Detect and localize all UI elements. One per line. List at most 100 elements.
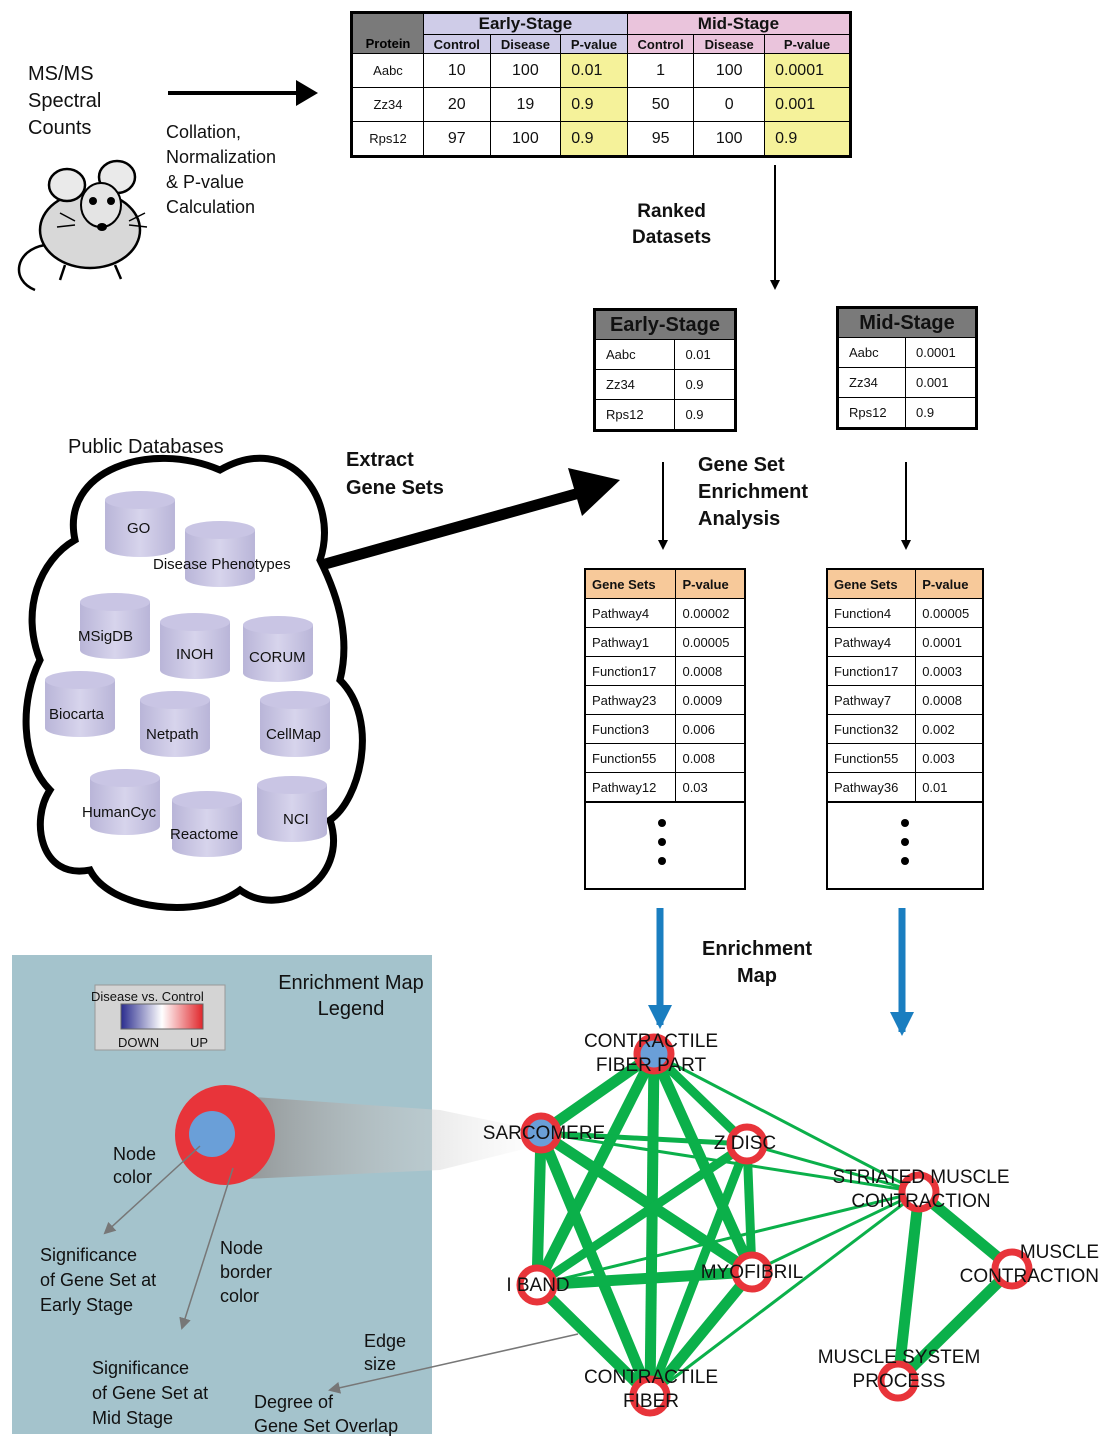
table-cell: 0.001 bbox=[904, 367, 978, 398]
network-node-label: MYOFIBRIL bbox=[700, 1262, 804, 1283]
pvalue-cell: 0.9 bbox=[560, 121, 628, 157]
table-cell: Aabc bbox=[593, 339, 676, 370]
node-color-label: Node color bbox=[113, 1144, 157, 1187]
ranked-mid-title: Mid-Stage bbox=[837, 307, 977, 338]
network-node-zdisc bbox=[726, 1123, 768, 1165]
table-cell: Function17 bbox=[826, 656, 917, 686]
network-edge bbox=[746, 1142, 920, 1194]
table-cell: 19 bbox=[489, 87, 562, 122]
table-cell: 10 bbox=[423, 53, 491, 88]
network-edge bbox=[751, 1190, 920, 1274]
database-cylinder-icon bbox=[90, 769, 160, 835]
database-cylinder-icon bbox=[160, 613, 230, 679]
database-label: CellMap bbox=[266, 726, 322, 743]
mouse-icon bbox=[17, 159, 148, 292]
network-edge bbox=[649, 1190, 920, 1398]
network-edge bbox=[536, 1266, 753, 1291]
protein-header: Protein bbox=[351, 12, 424, 54]
ranked-early-title: Early-Stage bbox=[594, 309, 736, 340]
table-cell: Function4 bbox=[826, 598, 917, 628]
network-edge bbox=[540, 1130, 748, 1147]
table-cell: 0.0009 bbox=[675, 685, 746, 715]
pvalue-cell: 0.9 bbox=[764, 121, 851, 157]
table-cell: Function55 bbox=[826, 743, 917, 773]
network-edge bbox=[536, 1190, 920, 1287]
protein-cell: Aabc bbox=[351, 53, 424, 88]
legend-title: Enrichment Map Legend bbox=[278, 972, 424, 1020]
table-cell: 50 bbox=[626, 87, 695, 122]
ellipsis-dot bbox=[901, 838, 909, 846]
database-label: Netpath bbox=[146, 726, 199, 743]
ranked-datasets-label: Ranked Datasets bbox=[632, 201, 712, 248]
table-cell: Rps12 bbox=[837, 397, 906, 429]
database-label: HumanCyc bbox=[82, 804, 157, 821]
table-cell: Pathway36 bbox=[826, 772, 917, 803]
table-cell: Zz34 bbox=[593, 369, 676, 400]
network-edge bbox=[644, 1053, 660, 1397]
database-label: Reactome bbox=[170, 826, 239, 843]
network-node-smc bbox=[898, 1171, 940, 1213]
database-label: MSigDB bbox=[78, 628, 134, 645]
colorbar-title: Disease vs. Control bbox=[91, 989, 204, 1004]
ellipsis-dot bbox=[658, 857, 666, 865]
sig-mid-label: Significance of Gene Set at Mid Stage bbox=[92, 1358, 209, 1428]
table-cell: 0.008 bbox=[675, 743, 746, 773]
col-header: Gene Sets bbox=[584, 568, 677, 599]
protein-cell: Rps12 bbox=[351, 121, 424, 157]
table-cell: 0.002 bbox=[915, 714, 984, 744]
network-edge bbox=[892, 1191, 925, 1382]
network-node-mc bbox=[991, 1248, 1033, 1290]
network-edge bbox=[645, 1142, 752, 1398]
table-cell: Aabc bbox=[837, 337, 906, 368]
table-cell: 0.0001 bbox=[915, 627, 984, 657]
table-cell: Function32 bbox=[826, 714, 917, 744]
table-cell: 97 bbox=[423, 121, 491, 157]
table-cell: Pathway23 bbox=[584, 685, 677, 715]
network-edge bbox=[894, 1265, 1016, 1385]
col-header: Control bbox=[423, 34, 491, 54]
table-cell: 0.00002 bbox=[675, 598, 746, 628]
database-cylinder-icon bbox=[80, 593, 150, 659]
colorbar-down: DOWN bbox=[118, 1035, 160, 1050]
col-header: P-value bbox=[764, 34, 851, 54]
pvalue-cell: 0.001 bbox=[764, 87, 851, 122]
network-node-cf bbox=[629, 1375, 671, 1417]
database-cylinder-icon bbox=[243, 616, 313, 682]
early-stage-header: Early-Stage bbox=[423, 12, 628, 35]
gsea-label: Gene Set Enrichment Analysis bbox=[698, 454, 809, 530]
network-edge bbox=[533, 1281, 654, 1400]
table-cell: 0.01 bbox=[674, 339, 736, 370]
network-node-iband bbox=[516, 1264, 558, 1306]
database-label: Disease Phenotypes bbox=[153, 556, 291, 573]
database-cylinder-icon bbox=[105, 491, 175, 557]
table-cell: 95 bbox=[626, 121, 695, 157]
table-cell: Pathway4 bbox=[826, 627, 917, 657]
table-cell: Rps12 bbox=[593, 399, 676, 431]
network-node-label: I BAND bbox=[506, 1275, 570, 1296]
table-cell: Function17 bbox=[584, 656, 677, 686]
table-row: Aabc 10 100 0.01 1 100 0.0001 bbox=[351, 53, 851, 88]
database-label: GO bbox=[127, 520, 151, 537]
table-cell: Pathway12 bbox=[584, 772, 677, 803]
table-cell: 0.00005 bbox=[675, 627, 746, 657]
pvalue-cell: 0.0001 bbox=[764, 53, 851, 88]
